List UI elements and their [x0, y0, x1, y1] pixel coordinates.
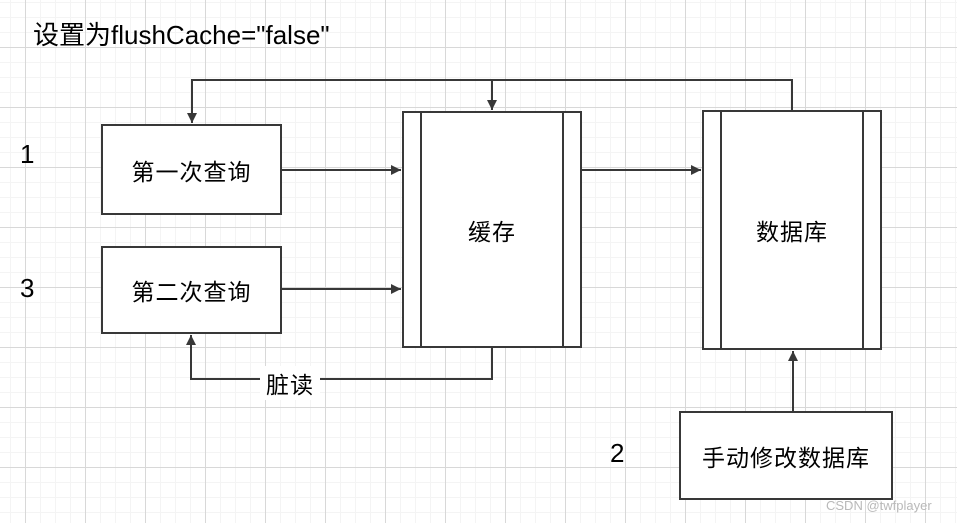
- database-right-bar: [862, 112, 864, 348]
- step-badge-3: 3: [20, 273, 35, 303]
- node-cache: 缓存: [402, 111, 582, 348]
- node-second-query: 第二次查询: [101, 246, 282, 334]
- step-badge-1: 1: [20, 139, 35, 169]
- dirty-read-label: 脏读: [260, 366, 320, 400]
- node-manual-update-label: 手动修改数据库: [702, 444, 870, 471]
- node-database-label: 数据库: [756, 219, 828, 245]
- cache-right-bar: [562, 113, 564, 346]
- database-left-bar: [720, 112, 722, 348]
- node-second-query-label: 第二次查询: [131, 279, 252, 305]
- csdn-watermark: CSDN @twfplayer: [826, 498, 932, 513]
- step-badge-2: 2: [610, 438, 625, 468]
- node-first-query-label: 第一次查询: [131, 158, 252, 185]
- cache-left-bar: [420, 113, 422, 346]
- node-manual-update: 手动修改数据库: [679, 411, 893, 500]
- edge-dirty-read: [186, 335, 493, 380]
- node-cache-label: 缓存: [468, 218, 516, 245]
- node-database: 数据库: [702, 110, 882, 350]
- diagram-title: 设置为flushCache="false": [33, 20, 330, 50]
- node-first-query: 第一次查询: [101, 124, 282, 215]
